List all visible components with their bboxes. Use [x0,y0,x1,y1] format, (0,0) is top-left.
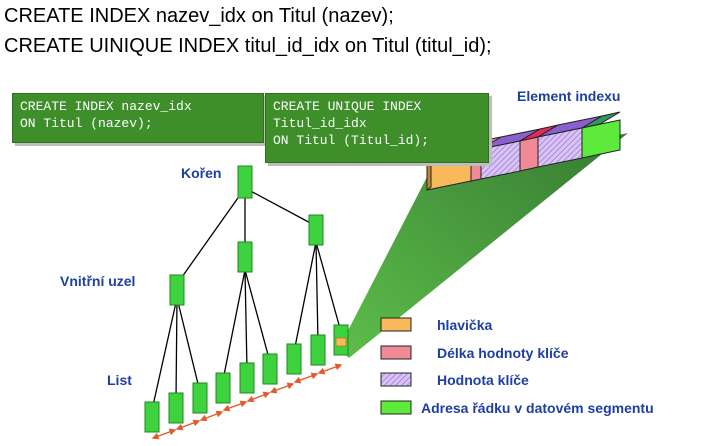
code-line: Titul_id_idx [273,116,367,131]
leaf-node-4 [215,372,231,404]
leaf-node-7 [286,343,302,375]
inner-node-2 [237,241,253,273]
legend-label-header: hlavička [437,317,492,333]
code-box-unique-index: CREATE UNIQUE INDEX Titul_id_idx ON Titu… [265,93,489,163]
label-index-element: Element indexu [517,88,620,104]
leaf-node-2 [168,392,184,424]
tree-nodes [144,165,349,433]
zoomed-leaf-slot [335,337,347,347]
sql-statement-nonunique: CREATE INDEX nazev_idx on Titul (nazev); [4,5,394,27]
label-root: Kořen [181,165,221,181]
root-node [237,165,253,199]
label-inner-node: Vnitřní uzel [60,273,135,289]
legend-swatch-header [380,317,412,332]
code-line: CREATE INDEX nazev_idx [20,99,192,114]
legend-swatch-key-value [380,372,412,387]
code-line: ON Titul (nazev); [20,116,153,131]
tree-edges [151,187,342,411]
sql-statement-unique: CREATE UINIQUE INDEX titul_id_idx on Tit… [4,35,492,57]
code-line: ON Titul (Titul_id); [273,133,430,148]
inner-node-3 [308,214,324,246]
leaf-node-5 [239,362,255,394]
leaf-node-3 [192,382,208,414]
inner-node-1 [169,274,185,306]
legend: hlavička Délka hodnoty klíče Hodnota klí… [380,317,654,416]
index-key-length-segment-2 [519,136,539,172]
leaf-node-6 [262,353,278,385]
label-leaf: List [107,372,132,388]
code-line: CREATE UNIQUE INDEX [273,99,422,114]
leaf-node-1 [144,401,160,433]
zoom-beam [339,133,628,358]
legend-label-rowid: Adresa řádku v datovém segmentu [421,400,654,416]
index-rowid-segment [581,119,621,159]
code-box-nonunique-index: CREATE INDEX nazev_idx ON Titul (nazev); [12,93,264,143]
legend-swatch-rowid [380,400,412,415]
leaf-node-8 [310,334,326,366]
legend-swatch-key-length [380,345,412,360]
legend-label-key-value: Hodnota klíče [437,372,529,388]
leaf-links [151,363,343,440]
legend-label-key-length: Délka hodnoty klíče [437,345,569,361]
